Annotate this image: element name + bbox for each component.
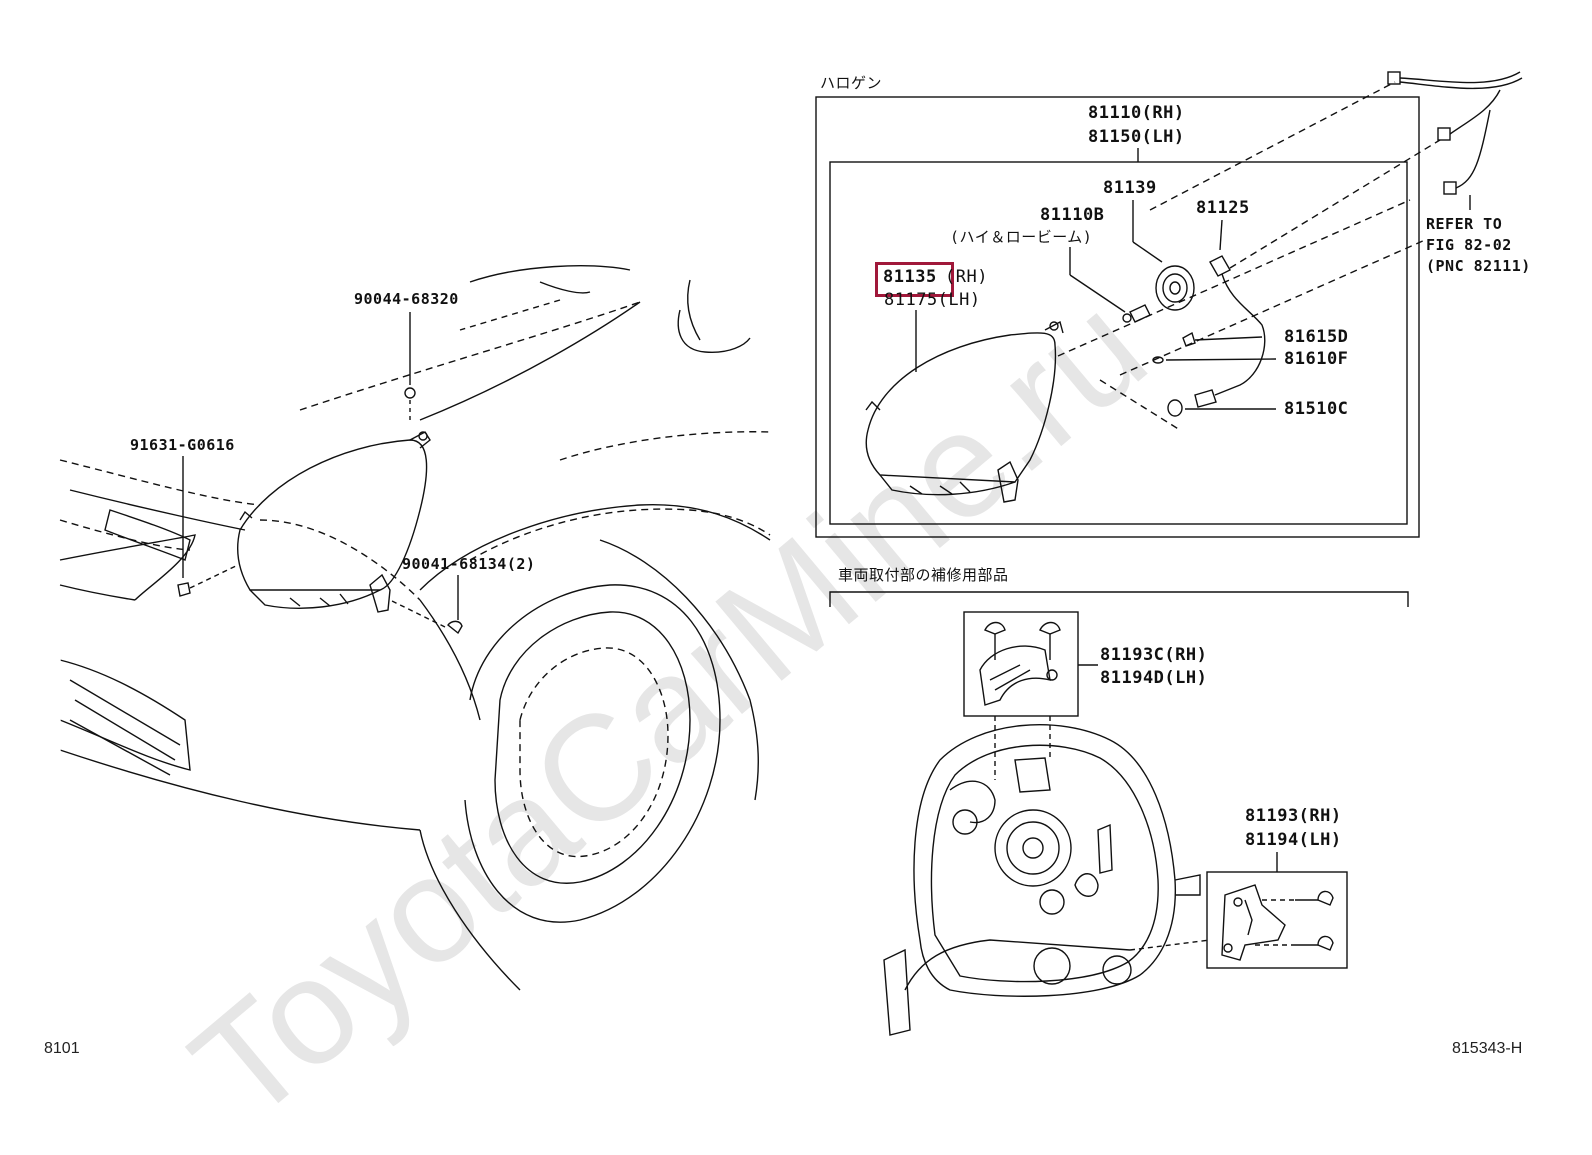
halogen-headlamp [865,310,1064,503]
part-label-81110: 81110(RH) [1088,103,1185,123]
part-label-81194d: 81194D(LH) [1100,668,1208,688]
part-label-81125: 81125 [1196,198,1250,218]
part-note-81110b: (ハイ＆ロービーム) [950,228,1093,246]
headlamp-installed [237,431,431,613]
bracket-81193c [979,621,1098,706]
bracket-81193 [1221,852,1334,961]
part-label-81194: 81194(LH) [1245,830,1342,850]
footer-left-code: 8101 [44,1040,80,1057]
refer-line-3: (PNC 82111) [1426,257,1531,275]
part-label-81110b: 81110B [1040,205,1105,225]
part-label-81150: 81150(LH) [1088,127,1185,147]
refer-line-1: REFER TO [1426,215,1503,233]
part-label-90041: 90041-68134(2) [402,555,536,573]
bulb-parts [1057,81,1441,431]
headlamp-rear-view [883,716,1211,1036]
halogen-frame [815,96,1420,538]
part-label-81135-side: (RH) [945,267,988,287]
section-label-vehicle-mount: 車両取付部の補修用部品 [838,566,1009,584]
part-label-81510c: 81510C [1284,399,1349,419]
car-front-outline [59,265,771,1000]
footer-right-code: 815343-H [1452,1040,1523,1057]
part-label-81193c: 81193C(RH) [1100,645,1208,665]
part-label-81175: 81175(LH) [884,290,981,310]
refer-line-2: FIG 82-02 [1426,236,1512,254]
highlight-81135 [875,262,954,297]
part-label-81135-number[interactable]: 81135 [883,267,937,287]
part-label-81615d: 81615D [1284,327,1349,347]
part-label-91631: 91631-G0616 [130,436,235,454]
parts-diagram [59,71,1523,1036]
section-label-halogen: ハロゲン [820,74,883,92]
part-label-90044: 90044-68320 [354,290,459,308]
part-label-81139: 81139 [1103,178,1157,198]
wire-harness [1387,71,1523,210]
left-leaders [177,312,463,635]
part-label-81610f: 81610F [1284,349,1349,369]
part-label-81193: 81193(RH) [1245,806,1342,826]
